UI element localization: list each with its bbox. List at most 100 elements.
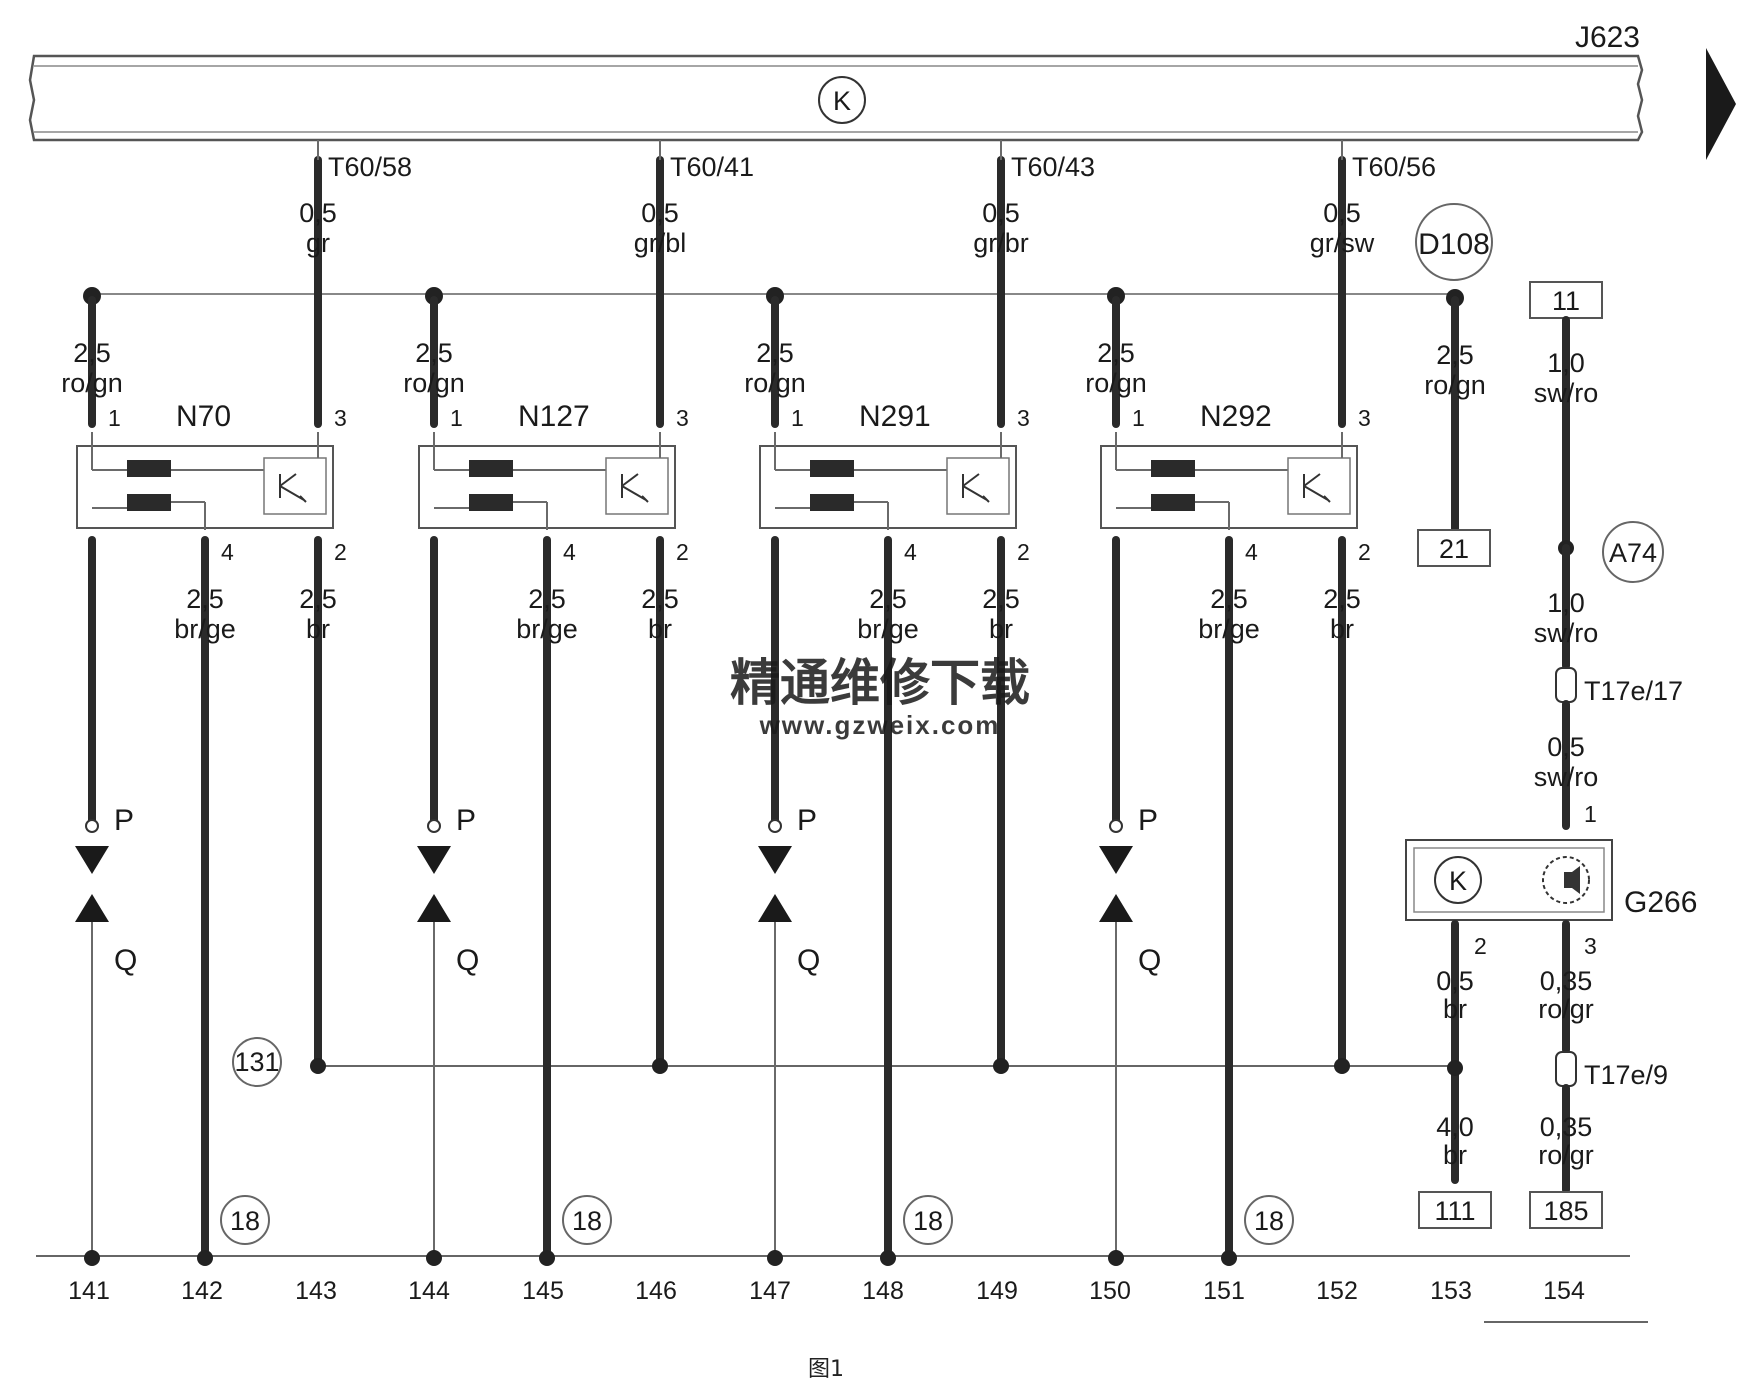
d108-target-label: 21 xyxy=(1439,534,1469,564)
arrow-down-icon xyxy=(758,846,792,874)
ref-circle xyxy=(1244,1195,1294,1245)
conn2-icon xyxy=(1555,1051,1577,1087)
ground-junction xyxy=(652,1058,668,1074)
signal-wire-color: gr xyxy=(306,228,330,258)
q-port-label: Q xyxy=(797,944,820,977)
bottom-junction xyxy=(197,1250,213,1266)
bottom-junction xyxy=(84,1250,100,1266)
column-number: 143 xyxy=(295,1277,337,1305)
pin-2-label: 2 xyxy=(676,539,689,565)
coil-icon xyxy=(127,494,171,511)
w3-color: sw/ro xyxy=(1534,762,1599,792)
d108-circle xyxy=(1415,203,1493,281)
module-name: N127 xyxy=(518,400,590,433)
w5-size: 0,35 xyxy=(1540,966,1593,996)
arrow-down-icon xyxy=(417,846,451,874)
signal-wire-color: gr/br xyxy=(973,228,1029,258)
bottom-junction xyxy=(880,1250,896,1266)
g266-k-letter: K xyxy=(1449,866,1467,896)
arrow-up-icon xyxy=(758,894,792,922)
pin-2-label: 2 xyxy=(334,539,347,565)
column-number: 147 xyxy=(749,1277,791,1305)
signal-wire-color: gr/bl xyxy=(634,228,687,258)
out4-wire-size: 2,5 xyxy=(869,584,907,614)
ecu-pin-label: T60/58 xyxy=(328,152,412,182)
bottom-junction xyxy=(1108,1250,1124,1266)
coil-icon xyxy=(469,460,513,477)
bottom-junction xyxy=(1221,1250,1237,1266)
column-number: 145 xyxy=(522,1277,564,1305)
ground-ref-circle xyxy=(232,1037,282,1087)
g266-pin1: 1 xyxy=(1584,801,1597,827)
box-left-label: 111 xyxy=(1434,1196,1475,1226)
arrow-up-icon xyxy=(417,894,451,922)
ground-junction xyxy=(1447,1060,1463,1076)
coil-icon xyxy=(127,460,171,477)
ground-junction xyxy=(310,1058,326,1074)
column-number: 146 xyxy=(635,1277,677,1305)
p-port-label: P xyxy=(456,804,476,837)
watermark-url: www.gzweix.com xyxy=(759,710,1001,740)
q-port-label: Q xyxy=(1138,944,1161,977)
p-port-label: P xyxy=(797,804,817,837)
out2-wire-size: 2,5 xyxy=(982,584,1020,614)
ground-junction xyxy=(1334,1058,1350,1074)
signal-wire-size: 0,5 xyxy=(299,198,337,228)
ref-label: 18 xyxy=(572,1206,602,1236)
signal-wire-size: 0,5 xyxy=(1323,198,1361,228)
box-right xyxy=(1529,1191,1603,1229)
out2-wire-color: br xyxy=(306,614,330,644)
ecu-pin-label: T60/56 xyxy=(1352,152,1436,182)
transistor-icon xyxy=(605,457,669,515)
ecu-pin-label: T60/41 xyxy=(670,152,754,182)
module-name: N292 xyxy=(1200,400,1272,433)
ref-label: 18 xyxy=(1254,1206,1284,1236)
bottom-junction xyxy=(767,1250,783,1266)
pin-1-label: 1 xyxy=(450,405,463,431)
top-box-label: 11 xyxy=(1552,286,1580,316)
pin-1-label: 1 xyxy=(108,405,121,431)
feed-wire-size: 2,5 xyxy=(1097,338,1135,368)
q-port-label: Q xyxy=(456,944,479,977)
ref-label: 18 xyxy=(230,1206,260,1236)
w2-size: 1,0 xyxy=(1547,588,1585,618)
watermark-title: 精通维修下载 xyxy=(730,655,1030,711)
coil-icon xyxy=(469,494,513,511)
a74-label: A74 xyxy=(1609,538,1657,568)
w1-size: 1,0 xyxy=(1547,348,1585,378)
g266-label: G266 xyxy=(1624,886,1697,919)
feed-wire-color: ro/gn xyxy=(403,368,465,398)
feed-wire-color: ro/gn xyxy=(61,368,123,398)
out2-wire-size: 2,5 xyxy=(299,584,337,614)
p-port-label: P xyxy=(114,804,134,837)
p-port-label: P xyxy=(1138,804,1158,837)
out4-wire-color: br/ge xyxy=(516,614,578,644)
pin-3-label: 3 xyxy=(334,405,347,431)
feed-wire-size: 2,5 xyxy=(73,338,111,368)
a74-circle xyxy=(1602,521,1664,583)
column-number: 144 xyxy=(408,1277,450,1305)
w7-size: 0,35 xyxy=(1540,1112,1593,1142)
column-number: 152 xyxy=(1316,1277,1358,1305)
box-right-label: 185 xyxy=(1543,1196,1588,1226)
pin-3-label: 3 xyxy=(1017,405,1030,431)
ref-circle xyxy=(903,1195,953,1245)
arrow-up-icon xyxy=(75,894,109,922)
out2-wire-color: br xyxy=(989,614,1013,644)
d108-wire-color: ro/gn xyxy=(1424,370,1486,400)
ref-label: 18 xyxy=(913,1206,943,1236)
coil-icon xyxy=(1151,460,1195,477)
g266-k-icon xyxy=(1434,856,1482,904)
pin-4-label: 4 xyxy=(563,539,576,565)
g266-pin3: 3 xyxy=(1584,933,1597,959)
d108-wire-size: 2,5 xyxy=(1436,340,1474,370)
q-port-label: Q xyxy=(114,944,137,977)
out2-wire-size: 2,5 xyxy=(641,584,679,614)
feed-wire-size: 2,5 xyxy=(415,338,453,368)
column-number: 150 xyxy=(1089,1277,1131,1305)
feed-wire-color: ro/gn xyxy=(1085,368,1147,398)
out2-wire-color: br xyxy=(1330,614,1354,644)
signal-wire-color: gr/sw xyxy=(1310,228,1375,258)
